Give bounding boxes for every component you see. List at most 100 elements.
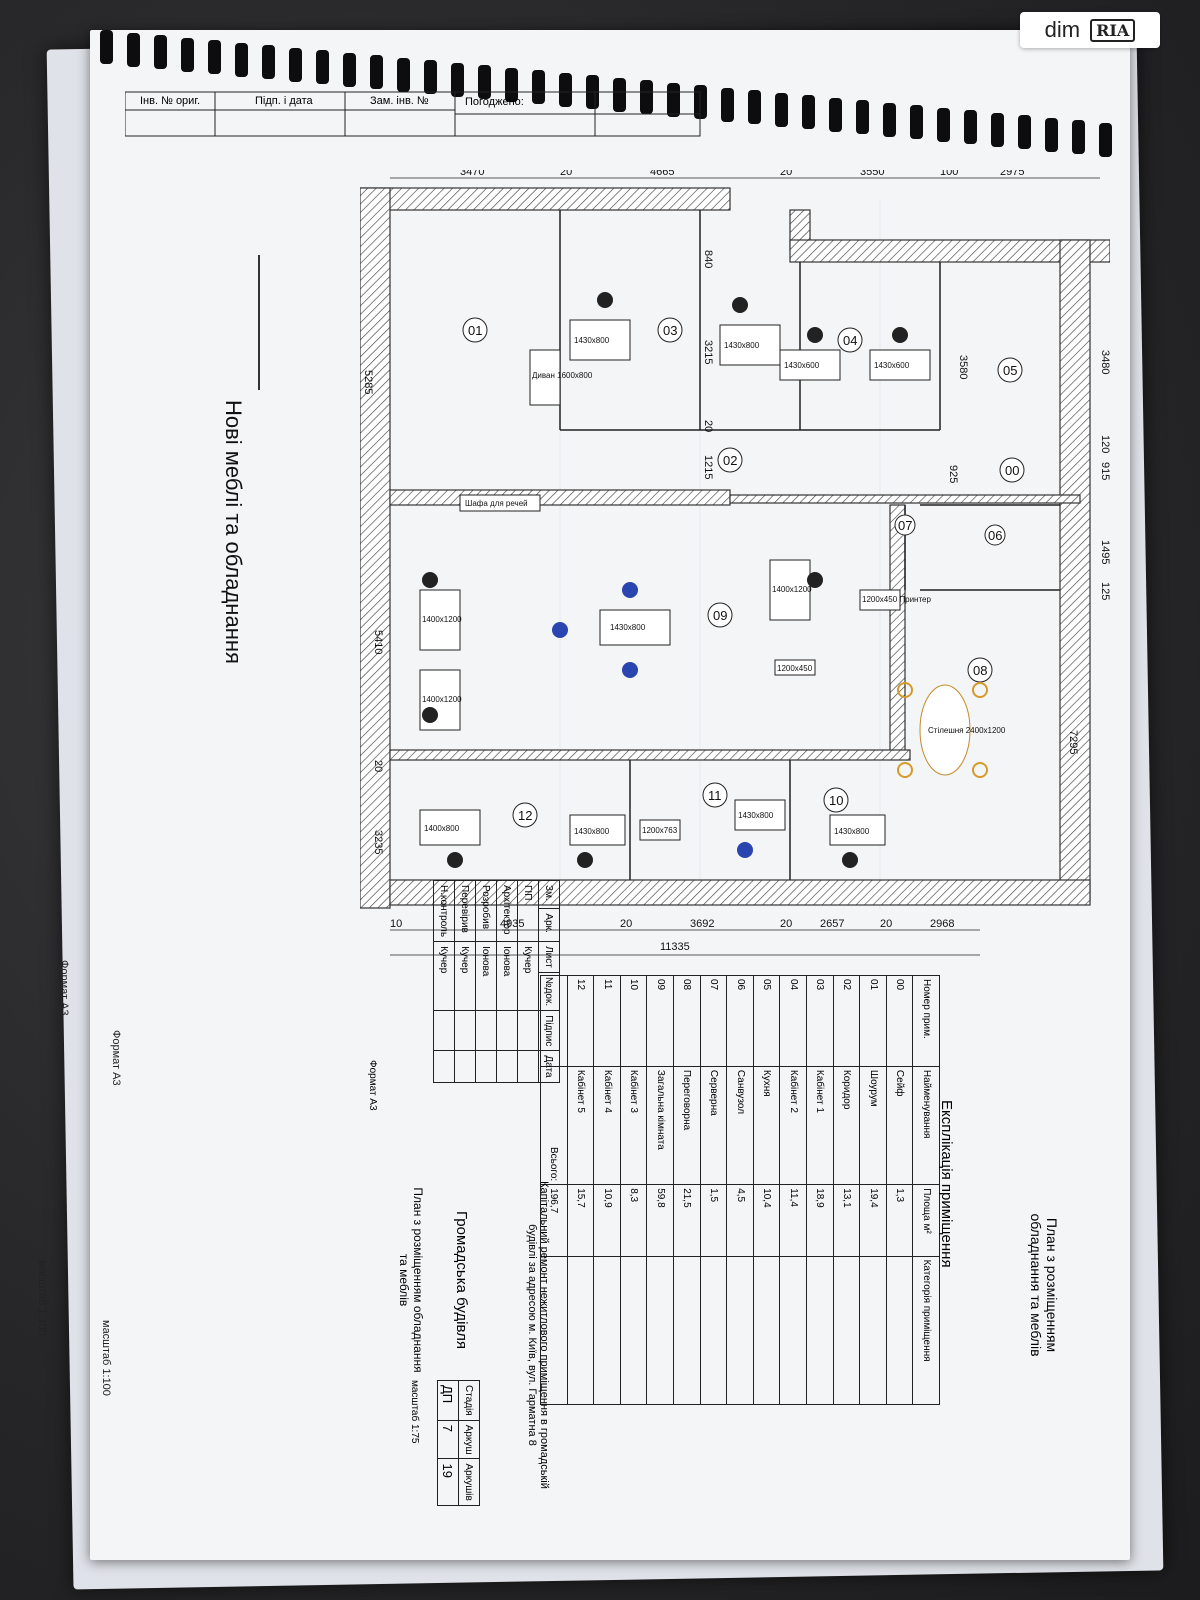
table-cell: 03 xyxy=(806,975,834,1067)
chair xyxy=(897,762,913,778)
table-cell: 07 xyxy=(700,975,727,1067)
desk-room11a xyxy=(639,819,681,841)
table-cell: 12 xyxy=(567,975,594,1067)
desk-room12b-label: 1430x800 xyxy=(574,827,610,836)
sign-header-cell: №док. xyxy=(538,972,560,1011)
table-cell xyxy=(859,1256,887,1405)
spiral-ring xyxy=(937,107,950,142)
room-06: 06 xyxy=(988,528,1002,543)
spiral-ring xyxy=(289,47,302,82)
table-1200x450 xyxy=(774,659,816,676)
dim-bottom-6: 20 xyxy=(880,918,892,930)
dim-inner-0: 840 xyxy=(702,250,714,268)
room-01: 01 xyxy=(468,323,482,338)
role-cell: Перевірив xyxy=(454,880,476,942)
chair xyxy=(577,852,593,868)
table-cell: Кухня xyxy=(753,1066,780,1185)
chair xyxy=(732,297,748,313)
dim-inner-5: 925 xyxy=(947,465,959,483)
format-label: Формат А3 xyxy=(367,1060,378,1111)
dim-bottom-7: 2968 xyxy=(930,918,954,930)
table-cell xyxy=(593,1256,621,1405)
spiral-ring xyxy=(316,50,329,84)
desk-room12a-label: 1400x800 xyxy=(424,824,460,833)
spiral-ring xyxy=(397,57,410,92)
plan-grid xyxy=(389,200,881,910)
printer-room09 xyxy=(859,589,901,611)
explication-table: Номер прим. Найменування Площа м² Катего… xyxy=(540,975,940,1405)
spiral-ring xyxy=(343,52,356,87)
wall-offices xyxy=(389,749,911,761)
side-title: Нові меблі та обладнання xyxy=(212,400,246,760)
spiral-ring xyxy=(802,95,815,129)
dim-bottom-5: 2657 xyxy=(820,918,844,930)
chair xyxy=(622,582,638,598)
spiral-ring xyxy=(667,82,680,117)
dim-bottom-total: 11335 xyxy=(660,941,690,953)
room-11: 11 xyxy=(708,788,722,803)
stage-table: Стадія Аркуш Аркушів ДП 7 19 xyxy=(437,1380,480,1506)
table-cell: 06 xyxy=(726,975,754,1067)
desk-room09c xyxy=(769,559,811,621)
dimensions-bottom: 10 4935 20 3692 20 2657 20 2968 11335 xyxy=(390,918,980,956)
explication-grid: Номер прим. Найменування Площа м² Катего… xyxy=(540,975,940,1405)
table-cell: 08 xyxy=(673,975,701,1067)
table-cell: 21,5 xyxy=(673,1184,701,1257)
drawing-sheet xyxy=(90,30,1130,1560)
spiral-ring xyxy=(262,45,275,79)
dim-left-0: 5285 xyxy=(362,370,374,394)
desk-room04a xyxy=(779,349,841,381)
table-cell xyxy=(646,1256,674,1405)
table-cell: 18,9 xyxy=(806,1184,834,1257)
table-cell xyxy=(779,1256,807,1405)
spiral-ring xyxy=(478,65,491,99)
spiral-ring xyxy=(721,87,734,122)
table-cell: 19,4 xyxy=(859,1184,887,1257)
room-02: 02 xyxy=(723,453,737,468)
sheet-header: Аркуш xyxy=(458,1420,480,1459)
date-cell xyxy=(496,1050,518,1083)
spiral-ring xyxy=(181,37,194,72)
table-cell xyxy=(673,1256,701,1405)
table-cell xyxy=(833,1256,860,1405)
signature-cell xyxy=(433,1010,455,1051)
dimensions-inner: 840 3215 20 1215 3580 925 xyxy=(702,250,969,483)
header-sign-date: Підп. і дата xyxy=(255,95,313,107)
room-labels: 01 02 03 04 05 00 06 07 08 09 10 11 12 xyxy=(462,317,1025,828)
approval-header: Інв. № ориг. Підп. і дата Зам. інв. № По… xyxy=(124,88,705,138)
desk-room09-center xyxy=(599,609,671,646)
room-08: 08 xyxy=(973,663,987,678)
table-cell: Переговорна xyxy=(673,1066,701,1185)
furniture: 1430x800 1430x800 1430x600 1430x600 Дива… xyxy=(419,319,1006,846)
chair xyxy=(842,852,858,868)
table-cell: Кабінет 2 xyxy=(779,1066,807,1185)
wall-top-left xyxy=(359,187,731,211)
desk-room09-center-label: 1430x800 xyxy=(610,623,646,632)
dim-inner-2: 20 xyxy=(702,420,714,432)
table-cell: 13,1 xyxy=(833,1184,860,1257)
desk-room11b xyxy=(734,799,786,831)
role-cell: Н.контроль xyxy=(433,880,455,942)
under-format-2: Формат А3 xyxy=(110,1030,122,1086)
role-name-cell: Іонова xyxy=(475,941,497,1011)
desk-room04b xyxy=(869,349,931,381)
printer-room09-label: 1200x450 Принтер xyxy=(862,595,931,604)
dim-left-2: 20 xyxy=(372,760,384,772)
spiral-ring xyxy=(991,112,1004,147)
spiral-ring xyxy=(883,102,896,137)
table-cell: 10,9 xyxy=(593,1184,621,1257)
role-name-cell: Кучер xyxy=(433,941,455,1011)
desk-room09b-label: 1400x1200 xyxy=(422,695,462,704)
desk-room03b xyxy=(719,324,781,366)
room-12: 12 xyxy=(518,808,532,823)
dim-right-3: 1495 xyxy=(1099,540,1110,564)
table-cell: 10 xyxy=(620,975,647,1067)
